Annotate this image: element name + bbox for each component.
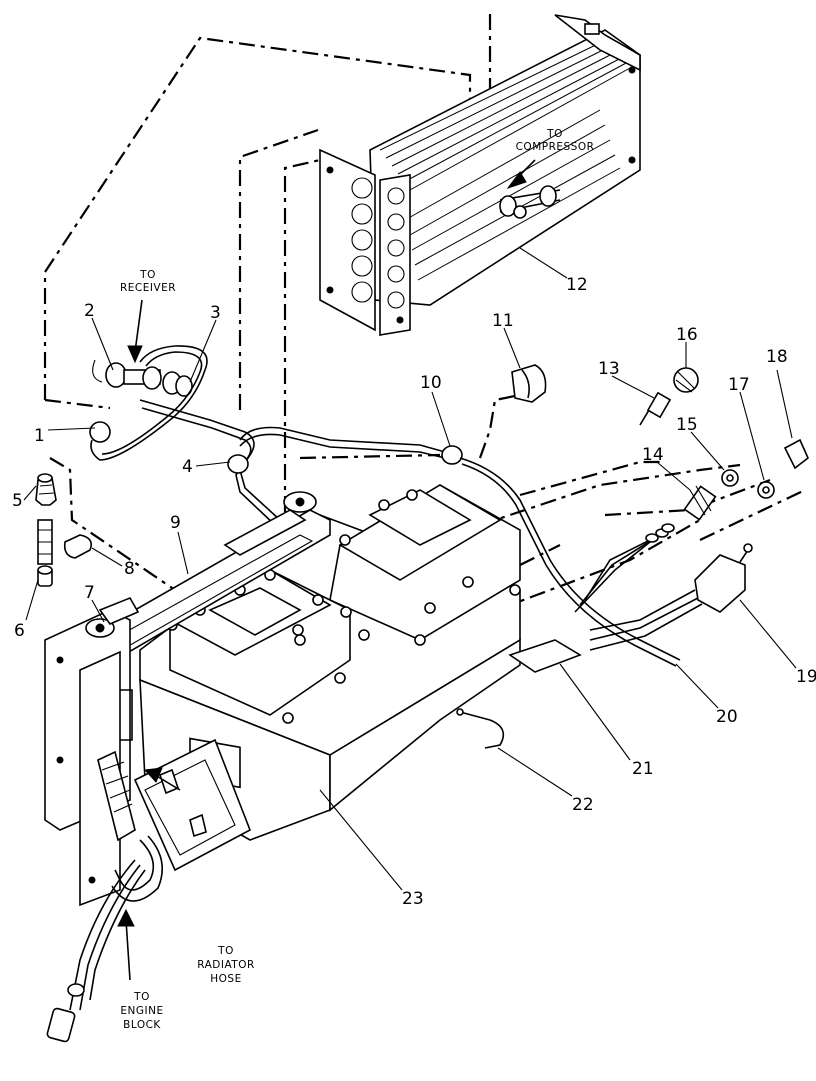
note-engine-line-3: BLOCK [123,1019,161,1031]
note-radiator-line-1: TO [217,945,234,957]
condenser-assembly [319,14,641,336]
callout-19: 19 [796,667,816,687]
switch-and-harness [574,523,753,651]
note-engine-line-1: TO [133,991,150,1003]
callout-15: 15 [676,415,698,435]
callout-13: 13 [598,359,620,379]
callout-1: 1 [34,426,45,446]
note-engine-line-2: ENGINE [120,1005,163,1017]
note-radiator-line-2: RADIATOR [197,959,255,971]
callout-21: 21 [632,759,654,779]
callout-5: 5 [12,491,23,511]
callout-7: 7 [84,583,95,603]
small-parts [639,367,809,521]
note-compressor-line-2: COMPRESSOR [516,141,595,153]
flow-arrows [117,159,536,981]
flow-notes: TO RECEIVER TO COMPRESSOR TO RADIATOR HO… [120,128,594,1031]
callout-17: 17 [728,375,750,395]
clip-part-22 [456,708,505,749]
bracket-part-11 [511,364,547,403]
callout-4: 4 [182,457,193,477]
callout-2: 2 [84,301,95,321]
callout-11: 11 [492,311,514,331]
callout-9: 9 [170,513,181,533]
callout-14: 14 [642,445,664,465]
left-bracket-and-hoses [44,596,252,1043]
callout-20: 20 [716,707,738,727]
callout-18: 18 [766,347,788,367]
callout-12: 12 [566,275,588,295]
callout-8: 8 [124,559,135,579]
callout-23: 23 [402,889,424,909]
bracket-part-21 [508,639,582,673]
leader-lines [23,247,797,891]
left-small-parts [35,473,93,587]
callout-3: 3 [210,303,221,323]
note-compressor-line-1: TO [546,128,563,140]
callout-labels: 1 2 3 4 5 6 7 8 9 10 11 12 13 14 15 16 1… [12,275,816,909]
note-receiver-line-2: RECEIVER [120,282,176,294]
callout-10: 10 [420,373,442,393]
note-receiver-line-1: TO [139,269,156,281]
receiver-fittings [89,345,681,667]
note-radiator-line-3: HOSE [210,973,241,985]
callout-6: 6 [14,621,25,641]
callout-22: 22 [572,795,594,815]
callout-16: 16 [676,325,698,345]
